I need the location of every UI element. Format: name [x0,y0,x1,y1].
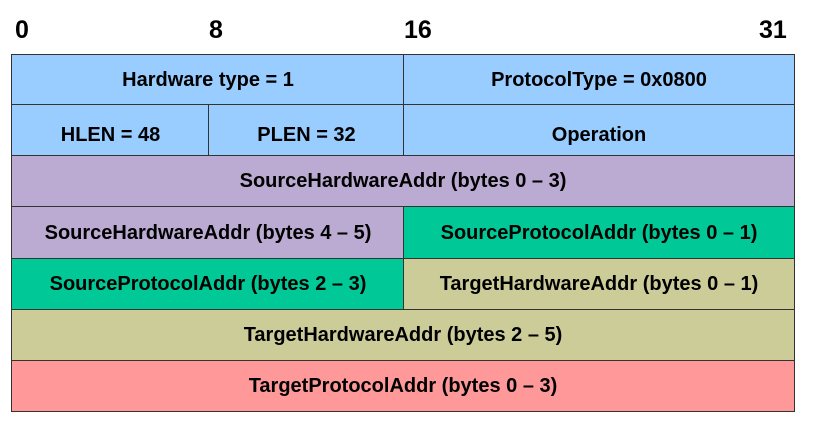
target-protocol-addr-0-3-field: TargetProtocolAddr (bytes 0 – 3) [11,360,795,412]
target-hardware-addr-2-5-label: TargetHardwareAddr (bytes 2 – 5) [243,324,563,346]
target-hardware-addr-0-1-label: TargetHardwareAddr (bytes 0 – 1) [439,273,759,295]
plen-field: PLEN = 32 [208,104,405,157]
hlen-field: HLEN = 48 [11,104,210,157]
source-hardware-addr-0-3-label: SourceHardwareAddr (bytes 0 – 3) [239,170,567,192]
bit-label-0: 0 [15,16,29,44]
source-protocol-addr-0-1-field: SourceProtocolAddr (bytes 0 – 1) [403,206,795,260]
hardware-type-field: Hardware type = 1 [11,54,405,106]
bit-label-8: 8 [209,16,223,44]
operation-label: Operation [551,124,647,146]
source-protocol-addr-0-1-label: SourceProtocolAddr (bytes 0 – 1) [440,221,758,244]
plen-label: PLEN = 32 [257,124,356,146]
operation-field: Operation [403,104,795,157]
protocol-type-field: ProtocolType = 0x0800 [403,54,795,106]
target-hardware-addr-2-5-field: TargetHardwareAddr (bytes 2 – 5) [11,309,795,362]
hardware-type-label: Hardware type = 1 [122,68,294,91]
protocol-type-label: ProtocolType = 0x0800 [491,68,707,91]
source-protocol-addr-2-3-label: SourceProtocolAddr (bytes 2 – 3) [49,273,367,295]
target-hardware-addr-0-1-field: TargetHardwareAddr (bytes 0 – 1) [403,258,795,311]
source-hardware-addr-4-5-label: SourceHardwareAddr (bytes 4 – 5) [44,221,372,244]
bit-label-31: 31 [759,16,787,44]
source-hardware-addr-0-3-field: SourceHardwareAddr (bytes 0 – 3) [11,155,795,208]
target-protocol-addr-0-3-label: TargetProtocolAddr (bytes 0 – 3) [248,374,558,397]
hlen-label: HLEN = 48 [60,124,161,146]
bit-label-16: 16 [404,16,432,44]
source-protocol-addr-2-3-field: SourceProtocolAddr (bytes 2 – 3) [11,258,405,311]
source-hardware-addr-4-5-field: SourceHardwareAddr (bytes 4 – 5) [11,206,405,260]
